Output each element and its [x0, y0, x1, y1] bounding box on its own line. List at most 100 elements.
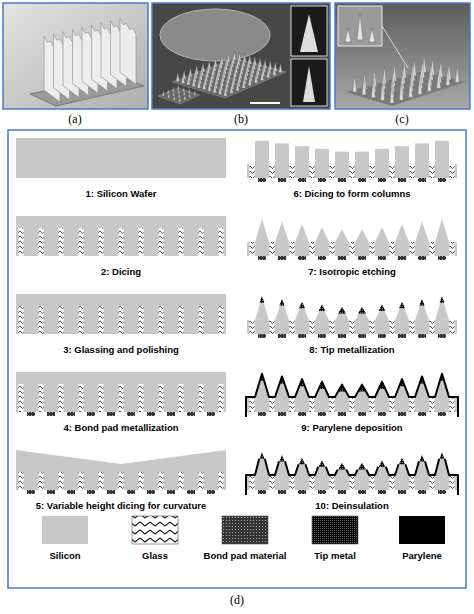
glass-fill [250, 164, 255, 178]
scale-bar [250, 102, 280, 104]
glass-fill [430, 320, 435, 334]
inset-photo [338, 6, 382, 46]
step-label: 8: Tip metallization [309, 344, 394, 355]
bond-pad [338, 412, 346, 416]
glass-fill [350, 242, 355, 256]
glass-fill [119, 384, 124, 412]
step-label: 10: Deinsulation [315, 500, 388, 511]
microneedle [187, 76, 190, 85]
microneedle [362, 79, 366, 95]
step-label: 7: Isotropic etching [308, 266, 396, 277]
tip-metal [399, 458, 405, 465]
glass-fill [59, 472, 64, 490]
glass-fill [410, 164, 415, 178]
silicon-needle [395, 302, 409, 320]
glass-fill [290, 242, 295, 256]
glass-fill [119, 228, 124, 256]
legend-swatch [222, 516, 268, 544]
tip-metal [379, 460, 386, 467]
glass-fill [59, 384, 64, 412]
silicon-column [255, 141, 269, 165]
bond-pad [47, 412, 55, 416]
bond-pad [318, 256, 326, 260]
microneedle [427, 75, 431, 91]
bond-pad [338, 256, 346, 260]
glass-fill [59, 306, 64, 334]
bond-pad [147, 412, 155, 416]
silicon-column [355, 152, 369, 165]
bond-pad [438, 412, 446, 416]
silicon-base [247, 398, 457, 412]
glass-fill [39, 384, 44, 412]
glass-fill [350, 476, 355, 490]
bond-pad [358, 178, 366, 182]
tip-metal [419, 299, 424, 306]
silicon-needle [315, 305, 329, 321]
microneedle [179, 97, 181, 102]
silicon-column [375, 149, 389, 165]
glass-fill [370, 398, 375, 412]
array-base [158, 88, 200, 104]
tip-metal [260, 452, 265, 459]
glass-fill [199, 306, 204, 334]
microneedle [357, 14, 363, 40]
inset-photo [291, 59, 327, 106]
glass-fill [199, 472, 204, 490]
silicon-needle [315, 227, 329, 243]
microneedle [178, 93, 180, 98]
glass-fill [270, 242, 275, 256]
glass-fill [390, 398, 395, 412]
bond-pad [207, 412, 215, 416]
microneedle [213, 84, 216, 93]
microneedle [162, 91, 164, 96]
glass-fill [450, 476, 455, 490]
tip-metal [319, 460, 326, 467]
bond-pad [107, 412, 115, 416]
photo-frame [335, 3, 470, 109]
photo-frame [152, 3, 330, 109]
silicon-needle [435, 297, 449, 321]
microneedle [178, 89, 180, 94]
silicon-needle [415, 221, 429, 242]
glass-fill [219, 306, 224, 334]
bond-pad [418, 178, 426, 182]
microneedle [183, 91, 185, 96]
microneedle [197, 79, 200, 88]
step-label: 3: Glassing and polishing [63, 344, 179, 355]
silicon-needle [395, 224, 409, 242]
silicon-base [247, 242, 457, 256]
tip-metal [279, 299, 284, 306]
bond-pad [278, 412, 286, 416]
microneedle [192, 77, 195, 86]
bond-pad [67, 412, 75, 416]
tip-metal [379, 304, 386, 311]
glass-fill [19, 384, 24, 412]
bond-pad [438, 334, 446, 338]
parylene-layer [246, 459, 458, 495]
bond-pad [27, 490, 35, 494]
glass-fill [410, 476, 415, 490]
glass-fill [450, 398, 455, 412]
microneedle [218, 85, 221, 94]
bond-pad [47, 490, 55, 494]
silicon-needle [295, 302, 309, 320]
microneedle [390, 87, 394, 103]
step-label: 6: Dicing to form columns [293, 188, 410, 199]
bond-pad [127, 490, 135, 494]
tip-metal [279, 455, 284, 462]
glass-fill [390, 476, 395, 490]
bond-pad [438, 256, 446, 260]
bond-pad [398, 334, 406, 338]
legend-swatch [42, 516, 88, 544]
glass-fill [450, 242, 455, 256]
bond-pad [318, 334, 326, 338]
microneedle [203, 81, 206, 90]
bond-pad [207, 490, 215, 494]
glass-fill [390, 242, 395, 256]
glass-fill [219, 384, 224, 412]
glass-fill [159, 306, 164, 334]
legend-swatch [399, 516, 445, 544]
glass-fill [290, 320, 295, 334]
silicon-column [275, 143, 289, 164]
glass-fill [19, 472, 24, 490]
